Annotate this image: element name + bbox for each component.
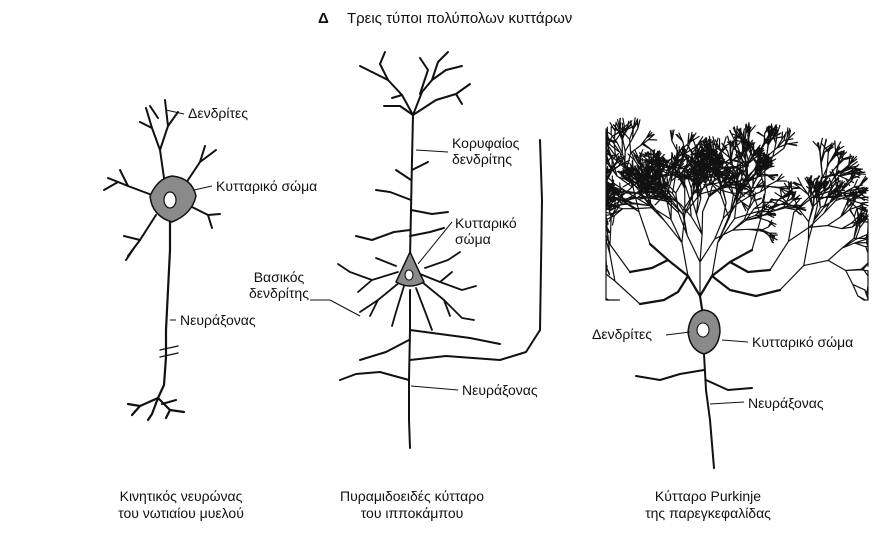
caption-pyramidal: Πυραμιδοειδές κύτταρο του ιπποκάμπου — [312, 488, 512, 522]
caption-purkinje-line2: της παρεγκεφαλίδας — [645, 505, 771, 521]
label-apical-line1: Κορυφαίος — [452, 135, 520, 151]
label-motor-dendrites: Δενδρίτες — [188, 105, 248, 121]
purkinje-axon — [635, 353, 753, 469]
leader-lines — [165, 109, 749, 405]
figure-title: Δ Τρεις τύποι πολύπολων κυττάρων — [318, 10, 572, 27]
purkinje-branches — [605, 117, 869, 305]
motor-dendrites — [103, 99, 221, 261]
pyramidal-neuron — [337, 51, 543, 449]
caption-pyramidal-line1: Πυραμιδοειδές κύτταρο — [340, 488, 484, 504]
label-pyramidal-soma-line1: Κυτταρικό — [455, 215, 517, 231]
pyramidal-nucleus — [404, 269, 414, 281]
label-purkinje-dendrites: Δενδρίτες — [592, 326, 652, 342]
purkinje-cell — [605, 117, 869, 469]
title-text: Τρεις τύποι πολύπολων κυττάρων — [346, 10, 573, 27]
motor-axon — [126, 220, 186, 422]
label-basal-line2: δενδρίτης — [249, 285, 309, 301]
caption-purkinje-line1: Κύτταρο Purkinje — [654, 488, 762, 504]
caption-motor: Κινητικός νευρώνας του νωτιαίου μυελού — [86, 488, 276, 522]
label-pyramidal-soma-line2: σώμα — [455, 231, 491, 247]
caption-purkinje: Κύτταρο Purkinje της παρεγκεφαλίδας — [618, 488, 798, 522]
label-pyramidal-axon: Νευράξονας — [462, 382, 538, 398]
label-basal-dendrite: Βασικός δενδρίτης — [249, 269, 309, 301]
label-purkinje-axon: Νευράξονας — [748, 395, 824, 411]
basal-dendrites — [337, 251, 477, 331]
apical-dendrite — [355, 51, 471, 259]
label-apical-dendrite: Κορυφαίος δενδρίτης — [452, 135, 519, 167]
pyramidal-axon — [339, 139, 543, 449]
purkinje-nucleus — [696, 322, 710, 338]
purkinje-dendritic-tree — [605, 117, 869, 305]
caption-pyramidal-line2: του ιπποκάμπου — [360, 505, 464, 521]
label-pyramidal-soma: Κυτταρικό σώμα — [455, 215, 517, 247]
label-basal-line1: Βασικός — [253, 269, 305, 285]
caption-motor-line1: Κινητικός νευρώνας — [119, 488, 243, 504]
label-motor-axon: Νευράξονας — [180, 312, 256, 328]
motor-neuron — [103, 99, 221, 422]
pyramidal-soma — [395, 251, 425, 287]
label-apical-line2: δενδρίτης — [452, 151, 512, 167]
label-purkinje-soma: Κυτταρικό σώμα — [752, 334, 854, 350]
purkinje-trunk — [628, 242, 782, 324]
motor-nucleus — [163, 191, 177, 209]
label-motor-soma: Κυτταρικό σώμα — [216, 178, 318, 194]
panel-letter: Δ — [318, 10, 329, 27]
caption-motor-line2: του νωτιαίου μυελού — [118, 505, 244, 521]
